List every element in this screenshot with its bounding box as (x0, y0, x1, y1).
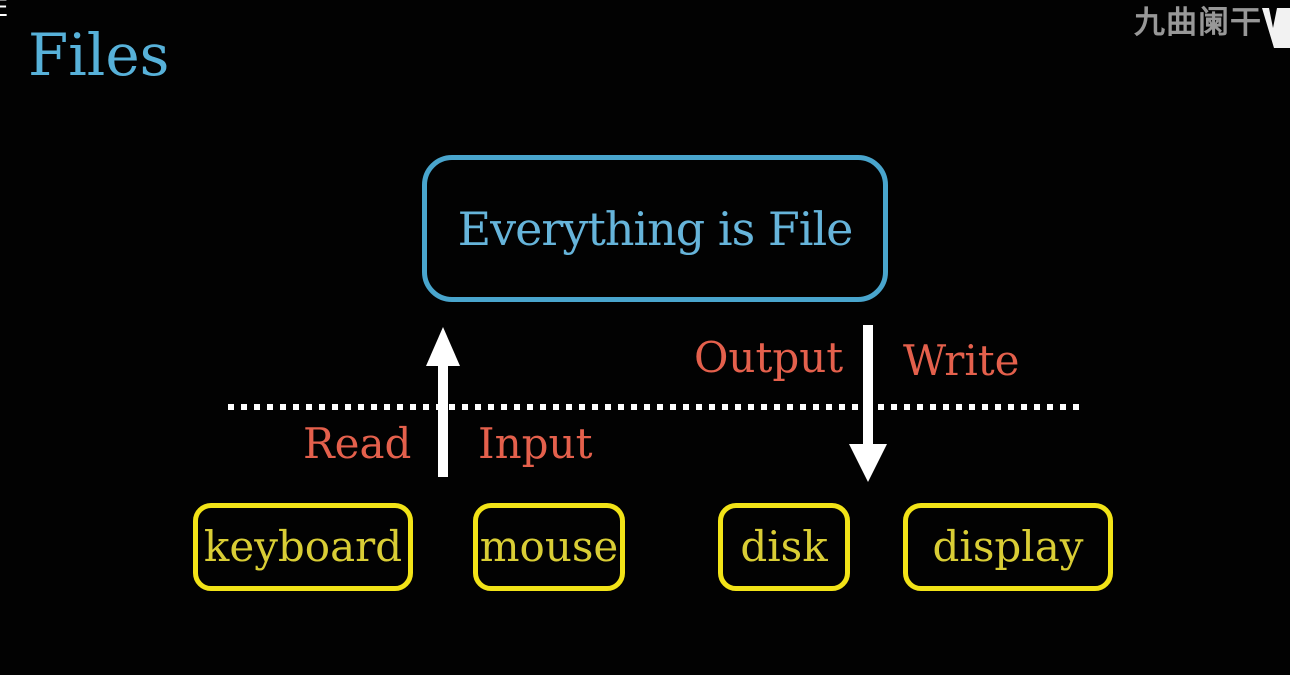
label-output: Output (694, 333, 844, 382)
device-label-disk: disk (740, 522, 828, 571)
device-box-disk: disk (718, 503, 850, 591)
page-title: Files (28, 21, 170, 89)
output-arrow-shaft (863, 325, 873, 447)
input-arrow-up-head-icon (426, 327, 460, 366)
label-write: Write (903, 336, 1020, 385)
device-box-display: display (903, 503, 1113, 591)
device-label-display: display (932, 522, 1084, 571)
input-arrow-shaft (438, 362, 448, 477)
label-read: Read (303, 419, 412, 468)
watermark: 九曲阑干 (1134, 5, 1290, 48)
device-label-keyboard: keyboard (203, 522, 403, 571)
watermark-logo-icon (1262, 8, 1290, 48)
device-label-mouse: mouse (479, 522, 619, 571)
device-box-keyboard: keyboard (193, 503, 413, 591)
everything-is-file-box: Everything is File (422, 155, 888, 302)
label-input: Input (478, 419, 593, 468)
output-arrow-down-head-icon (849, 444, 887, 482)
user-kernel-boundary-line (228, 404, 1083, 410)
device-box-mouse: mouse (473, 503, 625, 591)
screen-edge-artifact: E (0, 0, 9, 22)
everything-is-file-label: Everything is File (457, 201, 854, 256)
watermark-text: 九曲阑干 (1134, 5, 1262, 41)
